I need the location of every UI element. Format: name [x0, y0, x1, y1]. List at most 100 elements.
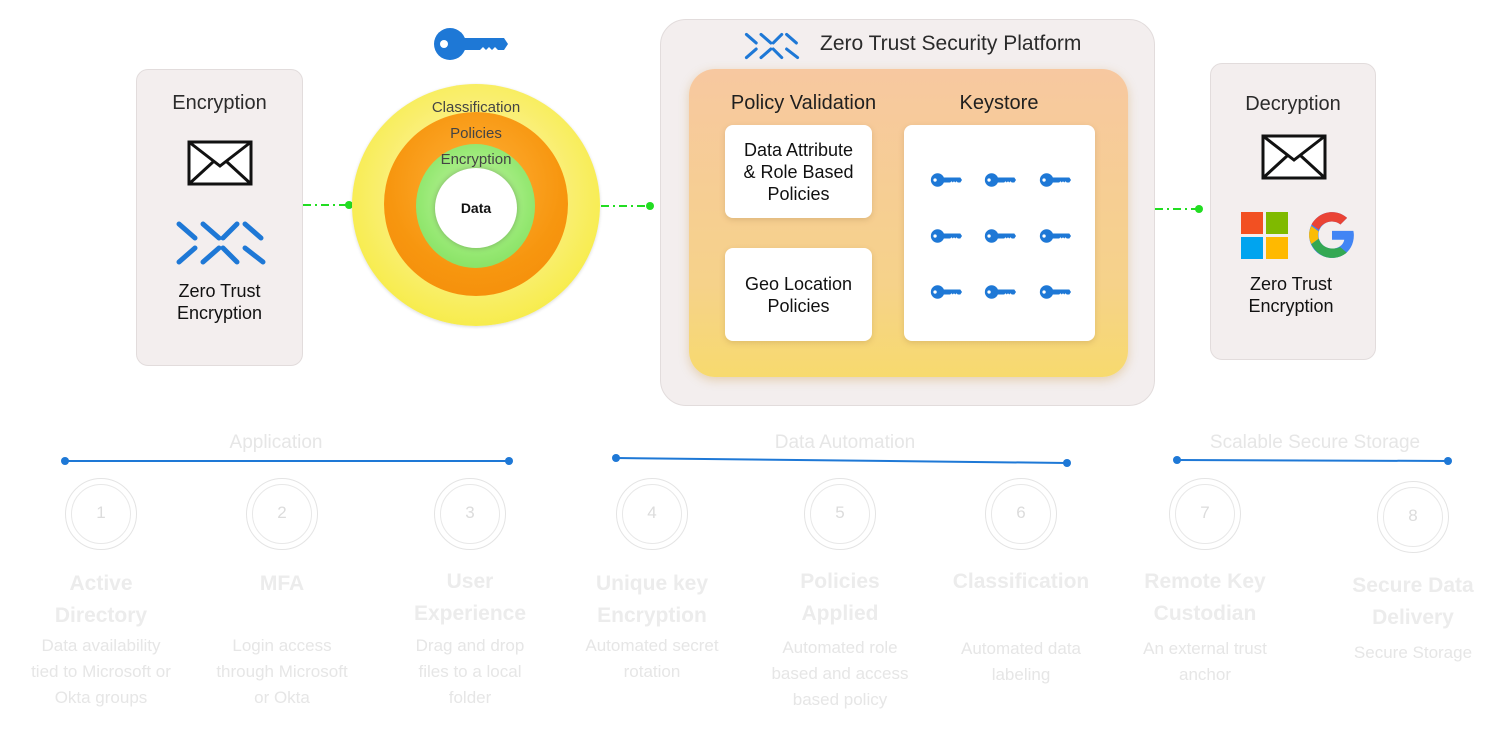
step-description-line: Automated role [782, 638, 898, 657]
step-description: An external trust anchor [1110, 636, 1300, 688]
decryption-title: Decryption [1245, 93, 1341, 115]
step-title-line: MFA [259, 572, 305, 595]
step-description-line: Automated secret [585, 636, 719, 655]
zero-trust-encryption-label: Zero Trust Encryption [137, 280, 302, 324]
step-description-line: An external trust [1143, 639, 1267, 658]
microsoft-logo-icon [1241, 212, 1289, 265]
step-title: Classification [926, 566, 1116, 598]
step-circle: 8 [1377, 481, 1449, 553]
policies-label: Policies [450, 125, 502, 142]
step-number: 2 [277, 503, 287, 522]
step-description-line: based and access [771, 664, 909, 683]
step-description-line: anchor [1179, 665, 1231, 684]
step-title-line: Unique key [595, 572, 709, 595]
step-title: MFA [187, 568, 377, 600]
encryption-panel: Encryption Zero Trust Encryption [136, 69, 303, 366]
brand-line-1: Zero Trust [1249, 274, 1333, 294]
step-description-line: files to a local [418, 662, 522, 681]
step-description-line: Data availability [41, 636, 161, 655]
card-line: & Role Based [743, 161, 854, 182]
step-number: 1 [96, 503, 106, 522]
step-number: 3 [465, 503, 475, 522]
step-description-line: tied to Microsoft or [31, 662, 171, 681]
step-circle: 5 [804, 478, 876, 550]
policy-validation-title: Policy Validation [730, 92, 877, 114]
step-title-line: User [446, 570, 494, 593]
step-title-line: Classification [952, 570, 1090, 593]
brand-line-2: Encryption [176, 303, 263, 323]
step-description-line: based policy [792, 690, 888, 709]
connector-encryption-to-data [303, 201, 353, 209]
keystore-key-icon [930, 172, 962, 193]
google-logo-icon [1307, 210, 1357, 265]
step-description: Data availability tied to Microsoft or Okt… [6, 633, 196, 711]
step-circle: 1 [65, 478, 137, 550]
group-timeline-lines [61, 454, 1452, 467]
step-title-line: Experience [413, 602, 527, 625]
keystore-key-icon [984, 228, 1016, 249]
card-line: Policies [767, 295, 830, 316]
step-description-line: Okta groups [54, 688, 148, 707]
step-circle: 7 [1169, 478, 1241, 550]
keystore-key-icon [1039, 284, 1071, 305]
group-label-application: Application [229, 432, 323, 453]
encryption-title: Encryption [172, 92, 267, 114]
step-number: 7 [1200, 503, 1210, 522]
envelope-icon [1261, 134, 1327, 185]
brand-line-1: Zero Trust [178, 281, 261, 301]
step-title-line: Encryption [597, 604, 707, 627]
step-circle: 3 [434, 478, 506, 550]
key-icon [432, 26, 508, 67]
step-number: 4 [647, 503, 657, 522]
classification-label: Classification [431, 99, 521, 116]
keystore-title: Keystore [959, 92, 1039, 114]
step-description-line: or Okta [254, 688, 310, 707]
ring-data [435, 168, 517, 248]
keystore-key-icon [984, 172, 1016, 193]
keystore-key-icon [1039, 228, 1071, 249]
step-description: Secure Storage [1318, 640, 1500, 666]
card-line: Data Attribute [743, 139, 854, 160]
role-based-policies-card: Data Attribute & Role Based Policies [725, 125, 872, 218]
card-line: Geo Location [744, 273, 853, 294]
connector-data-to-platform [601, 202, 654, 210]
step-title-line: Custodian [1153, 602, 1257, 625]
brand-line-2: Encryption [1248, 296, 1334, 316]
step-title-line: Active [69, 572, 133, 595]
step-title-line: Policies [800, 570, 880, 593]
envelope-icon [187, 140, 253, 191]
keystore-key-icon [1039, 172, 1071, 193]
step-title-line: Directory [54, 604, 148, 627]
step-title-line: Delivery [1372, 606, 1454, 629]
geo-location-policies-card: Geo Location Policies [725, 248, 872, 341]
step-description-line: through Microsoft [216, 662, 348, 681]
step-number: 5 [835, 503, 845, 522]
encryption-ring-label: Encryption [440, 151, 512, 168]
step-description: Automated role based and access based poli… [745, 635, 935, 713]
group-label-data-automation: Data Automation [774, 432, 916, 453]
zero-trust-logo-icon [175, 220, 267, 271]
step-description-line: Automated data [960, 639, 1082, 658]
step-description-line: rotation [623, 662, 681, 681]
platform-logo-icon [743, 32, 801, 65]
step-number: 6 [1016, 503, 1026, 522]
step-circle: 4 [616, 478, 688, 550]
platform-title: Zero Trust Security Platform [820, 32, 1082, 55]
data-label: Data [460, 200, 492, 216]
decryption-panel: Decryption Zero Trust Encryption [1210, 63, 1376, 360]
step-description-line: Secure Storage [1353, 643, 1473, 662]
group-label-scalable-secure-storage: Scalable Secure Storage [1209, 432, 1421, 453]
keystore-key-icon [930, 228, 962, 249]
step-circle: 6 [985, 478, 1057, 550]
step-circle: 2 [246, 478, 318, 550]
step-title-line: Remote Key [1144, 570, 1266, 593]
